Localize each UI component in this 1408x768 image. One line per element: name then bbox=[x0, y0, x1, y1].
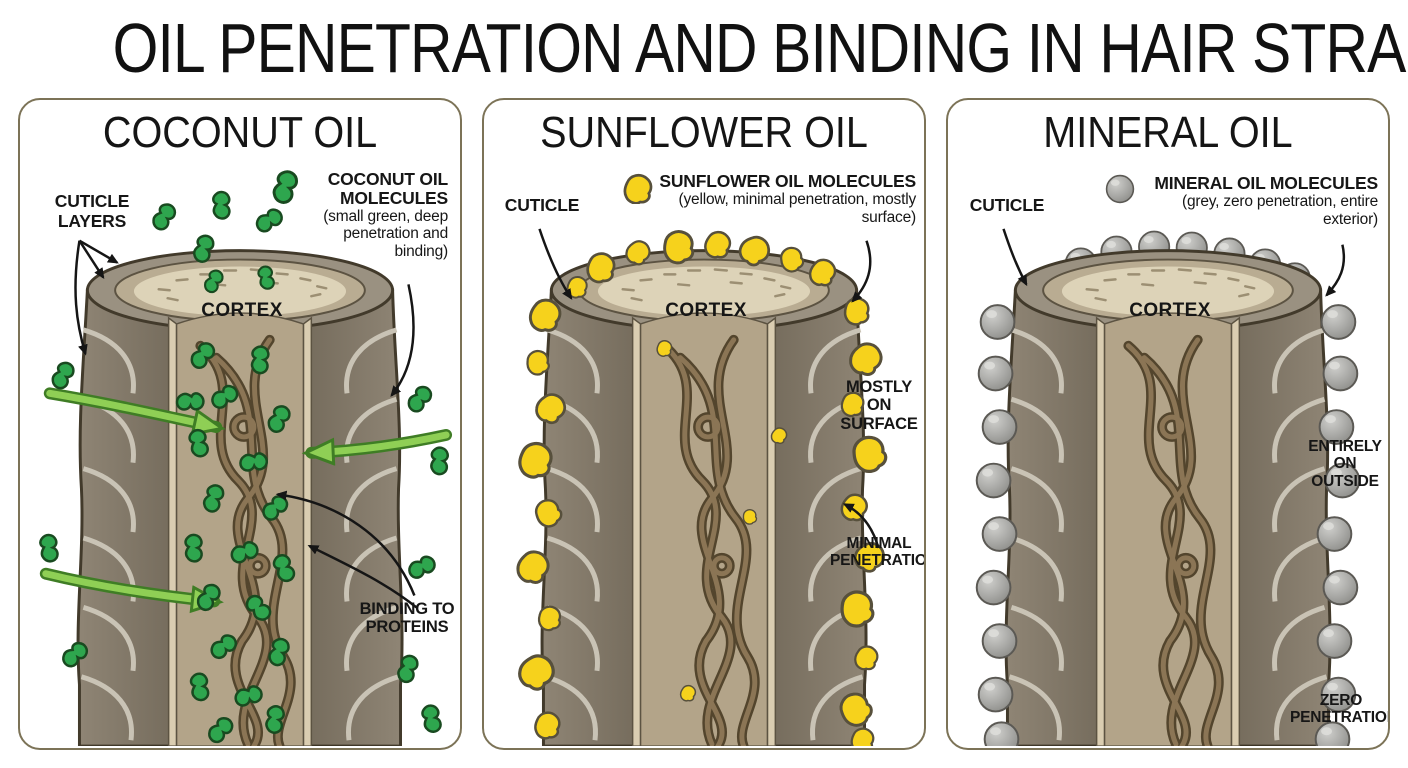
sunflower-panel-title: SUNFLOWER OIL bbox=[540, 108, 868, 157]
cuticle-label: CUTICLE bbox=[969, 195, 1045, 215]
mostly-on-surface-label: MOSTLY ON SURFACE bbox=[840, 378, 918, 433]
panel-sunflower-oil: SUNFLOWER OIL bbox=[482, 98, 926, 750]
binding-to-proteins-label: BINDING TO PROTEINS bbox=[359, 600, 455, 637]
cortex-label: CORTEX bbox=[665, 300, 747, 321]
legend-title: MINERAL OIL MOLECULES bbox=[1154, 173, 1378, 193]
penetration-arrows bbox=[39, 387, 453, 601]
coconut-panel-title: COCONUT OIL bbox=[102, 108, 378, 157]
mineral-legend: MINERAL OIL MOLECULES (grey, zero penetr… bbox=[1105, 174, 1378, 228]
sunflower-oil-molecule-icon bbox=[623, 173, 653, 204]
mineral-oil-molecule-icon bbox=[1105, 174, 1135, 204]
coconut-oil-molecule-icon bbox=[272, 170, 299, 204]
panel-mineral-oil: MINERAL OIL bbox=[946, 98, 1390, 750]
panel-coconut-oil: COCONUT OIL bbox=[18, 98, 462, 750]
entirely-on-outside-label: ENTIRELY ON OUTSIDE bbox=[1308, 438, 1382, 490]
coconut-legend: COCONUT OIL MOLECULES (small green, deep… bbox=[271, 170, 448, 261]
cuticle-label: CUTICLE bbox=[504, 195, 580, 215]
sunflower-legend: SUNFLOWER OIL MOLECULES (yellow, minimal… bbox=[623, 172, 916, 226]
cuticle-layers-label: CUTICLE LAYERS bbox=[54, 191, 130, 231]
cortex-label: CORTEX bbox=[201, 300, 283, 321]
legend-subtitle: (grey, zero penetration, entire exterior… bbox=[1182, 192, 1378, 228]
minimal-penetration-label: MINIMAL PENETRATION bbox=[830, 535, 926, 570]
hair-strand-illustration-coconut bbox=[33, 188, 454, 747]
zero-penetration-label: ZERO PENETRATION bbox=[1290, 692, 1390, 727]
legend-title: SUNFLOWER OIL MOLECULES bbox=[659, 171, 916, 191]
page-title: OIL PENETRATION AND BINDING IN HAIR STRA… bbox=[112, 9, 1408, 87]
mineral-panel-title: MINERAL OIL bbox=[1043, 108, 1293, 157]
legend-subtitle: (small green, deep penetration and bindi… bbox=[323, 207, 448, 261]
cortex-label: CORTEX bbox=[1129, 300, 1211, 321]
legend-title: COCONUT OIL MOLECULES bbox=[327, 169, 448, 208]
legend-subtitle: (yellow, minimal penetration, mostly sur… bbox=[678, 190, 917, 226]
